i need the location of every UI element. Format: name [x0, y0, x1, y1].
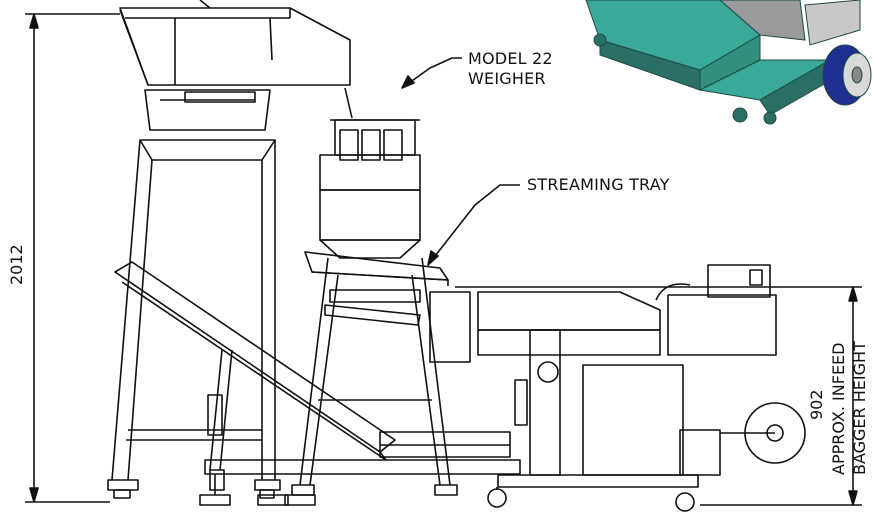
model-label: MODEL 22 — [468, 49, 553, 68]
incline-conveyor — [114, 261, 511, 491]
infeed-height-value: 902 — [807, 389, 826, 420]
streaming-tray-label: STREAMING TRAY — [527, 175, 670, 194]
hopper-stand — [107, 139, 281, 499]
base-frame — [199, 459, 521, 506]
infeed-label-line2: BAGGER HEIGHT — [850, 341, 869, 475]
overall-height-value: 2012 — [7, 244, 26, 285]
model-22-weigher — [319, 87, 421, 259]
leader-lines — [401, 57, 520, 266]
feed-hopper — [119, 0, 351, 131]
infeed-height-dimension — [455, 286, 862, 506]
weigher-stand — [291, 257, 458, 496]
bagger-machine — [429, 264, 806, 512]
weigher-label: WEIGHER — [468, 69, 546, 88]
overall-height-dimension — [25, 13, 120, 503]
machine-render-inset — [585, 0, 872, 125]
infeed-label-line1: APPROX. INFEED — [829, 342, 848, 476]
